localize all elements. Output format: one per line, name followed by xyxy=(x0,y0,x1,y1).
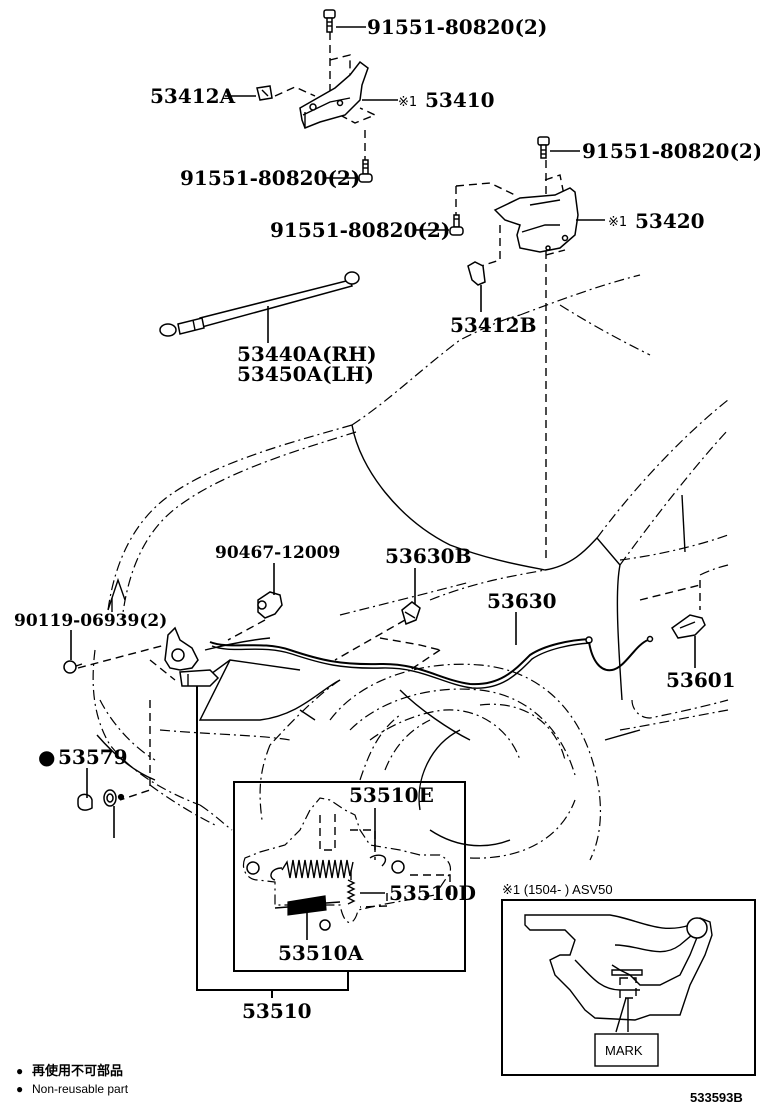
callout-bolt-hinge-lh-top: 91551-80820(2) xyxy=(582,139,760,163)
callout-hinge-lh-marker: ※1 xyxy=(608,215,627,230)
legend-text-en: Non-reusable part xyxy=(32,1082,129,1096)
callout-screw: 90119-06939(2) xyxy=(14,611,167,631)
hinge-lh-part xyxy=(493,187,579,253)
hood-support-part xyxy=(159,271,360,337)
inset-header: ※1 (1504- ) ASV50 xyxy=(502,882,613,897)
callout-support-lh: 53450A(LH) xyxy=(237,362,374,386)
callout-hinge-rh-marker: ※1 xyxy=(398,95,417,110)
hood-lock-part xyxy=(164,626,220,687)
drawing-code: 533593B xyxy=(690,1090,743,1105)
callout-lock-assy: 53510 xyxy=(242,999,312,1023)
cable-clamp-part xyxy=(401,601,421,626)
callout-spring-e: 53510E xyxy=(349,783,434,807)
callout-bolt-hinge-rh-top: 91551-80820(2) xyxy=(367,15,547,39)
bolt-icon xyxy=(323,9,336,33)
legend-text-jp: 再使用不可部品 xyxy=(32,1063,123,1078)
bolt-icon xyxy=(537,136,550,159)
cushion-a-part xyxy=(256,85,273,101)
bolt-icon xyxy=(449,214,464,236)
callout-hinge-rh: 53410 xyxy=(425,88,495,112)
legend: ● 再使用不可部品 ● Non-reusable part xyxy=(16,1063,129,1096)
cushion-b-part xyxy=(467,261,486,286)
callout-lever: 53601 xyxy=(666,668,736,692)
callout-cushion-nonreusable-marker: ● xyxy=(38,745,55,769)
callout-bolt-hinge-lh-side: 91551-80820(2) xyxy=(270,218,450,242)
callout-cushion-a: 53412A xyxy=(150,84,236,108)
callout-bolt-hinge-rh-bottom: 91551-80820(2) xyxy=(180,166,360,190)
callout-spring-d: 53510D xyxy=(389,881,476,905)
mark-box xyxy=(594,1033,659,1067)
bolt-icon xyxy=(358,159,373,183)
lock-assy-bracket xyxy=(196,686,349,998)
release-cable-part xyxy=(209,635,654,689)
callout-cable: 53630 xyxy=(487,589,557,613)
callout-cable-clamp: 53630B xyxy=(385,544,471,568)
release-lever-part xyxy=(671,614,706,639)
callout-labels: 91551-80820(2) 53412A ※1 53410 91551-808… xyxy=(14,15,760,1023)
inset-mark-label: MARK xyxy=(605,1043,643,1058)
hinge-mark-inset xyxy=(501,899,756,1076)
callout-cushion-b: 53412B xyxy=(450,313,536,337)
cushion-nonreusable-part xyxy=(77,793,93,811)
callout-cushion-nonreusable: 53579 xyxy=(58,745,128,769)
legend-bullet-jp: ● xyxy=(16,1064,23,1078)
clamp-part xyxy=(257,591,283,619)
callout-clamp: 90467-12009 xyxy=(215,543,340,563)
callout-hinge-lh: 53420 xyxy=(635,209,705,233)
screw-part xyxy=(63,660,83,674)
callout-spring-a: 53510A xyxy=(278,941,364,965)
callout-support-rh: 53440A(RH) xyxy=(237,342,377,366)
legend-bullet-en: ● xyxy=(16,1082,23,1096)
hinge-rh-part xyxy=(299,60,369,129)
stopper-part xyxy=(103,789,125,807)
